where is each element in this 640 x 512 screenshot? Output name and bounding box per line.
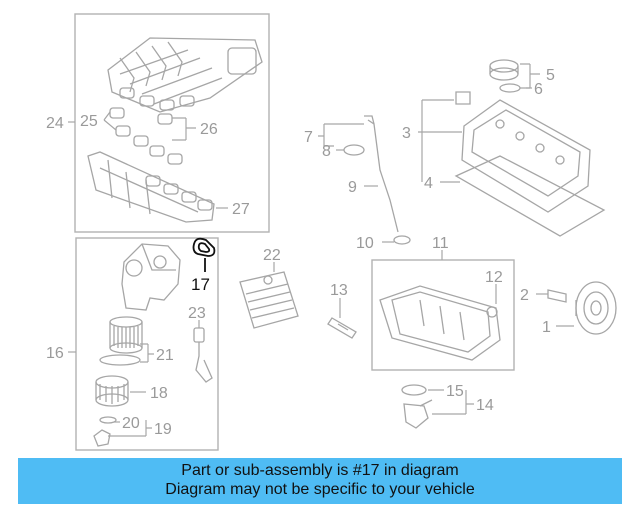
callout-19: 19	[154, 421, 172, 438]
parts-diagram: 24 25 26 27 17 16 21 18 20 19	[46, 13, 617, 451]
oil-pan-drawing	[379, 285, 501, 361]
intake-gaskets-drawing	[109, 107, 183, 165]
oil-pickup-drawing	[401, 384, 433, 429]
callout-1: 1	[542, 319, 551, 336]
pcv-valve-drawing	[455, 91, 471, 105]
oil-filler-cap-drawing	[489, 59, 521, 93]
baffle-drawing	[327, 317, 357, 339]
callout-18: 18	[150, 385, 168, 402]
callout-25: 25	[80, 113, 98, 130]
callout-12: 12	[485, 269, 503, 286]
banner-line-2: Diagram may not be specific to your vehi…	[165, 481, 475, 498]
crank-pulley-drawing	[575, 281, 617, 335]
intake-manifold-drawing	[107, 37, 263, 113]
callout-3: 3	[402, 125, 411, 142]
lower-manifold-drawing	[87, 151, 215, 223]
callout-14: 14	[476, 397, 494, 414]
callout-10: 10	[356, 235, 374, 252]
callout-6: 6	[534, 81, 543, 98]
callout-26: 26	[200, 121, 218, 138]
callout-22: 22	[263, 247, 281, 264]
callout-4: 4	[424, 175, 433, 192]
callout-16: 16	[46, 345, 64, 362]
intake-manifold-frame	[74, 13, 270, 233]
callout-13: 13	[330, 282, 348, 299]
callout-8: 8	[322, 143, 331, 160]
oil-pressure-switch-drawing	[193, 327, 213, 383]
callout-7: 7	[304, 129, 313, 146]
callout-24: 24	[46, 115, 64, 132]
callout-2: 2	[520, 287, 529, 304]
oil-filter-housing-drawing	[121, 243, 181, 311]
callout-11: 11	[432, 235, 449, 252]
oil-filter-element-drawing	[99, 316, 143, 366]
oil-pan-frame	[371, 259, 515, 371]
crank-bolt-drawing	[547, 289, 567, 303]
callout-20: 20	[122, 415, 140, 432]
callout-17: 17	[191, 275, 210, 294]
callout-27: 27	[232, 201, 250, 218]
callout-5: 5	[546, 67, 555, 84]
oil-filter-housing-frame	[75, 237, 219, 451]
oil-cooler-drawing	[239, 271, 299, 329]
valve-cover-drawing	[454, 99, 606, 237]
oil-filter-cap-drawing	[93, 375, 129, 447]
callout-21: 21	[156, 347, 174, 364]
banner-line-1: Part or sub-assembly is #17 in diagram	[181, 462, 459, 479]
gasket-17-highlighted	[192, 237, 216, 272]
callout-15: 15	[446, 383, 464, 400]
info-banner: Part or sub-assembly is #17 in diagram D…	[18, 458, 622, 504]
callout-9: 9	[348, 179, 357, 196]
callout-23: 23	[188, 305, 206, 322]
